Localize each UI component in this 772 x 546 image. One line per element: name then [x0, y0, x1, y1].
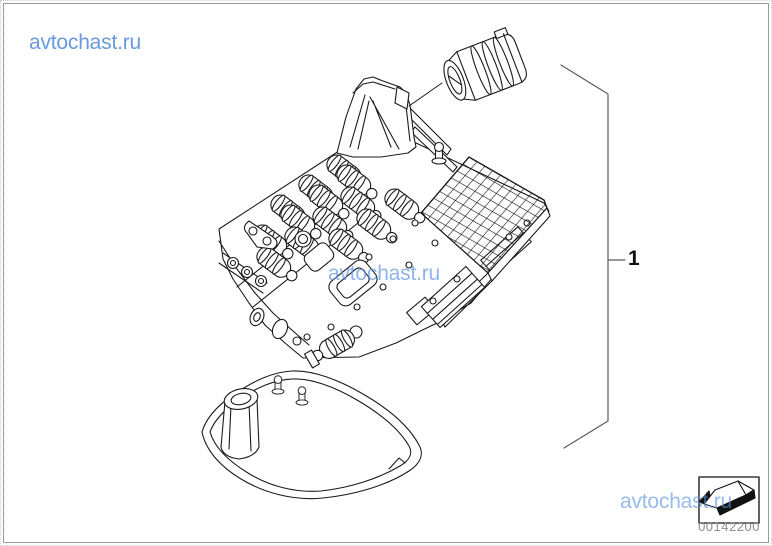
watermark-center: avtochast.ru: [328, 262, 440, 285]
valve-body-drawing: [218, 76, 551, 369]
connector-sleeve-drawing: [408, 27, 527, 107]
wedge-chisel-icon: [698, 480, 756, 516]
watermark-top-left: avtochast.ru: [29, 31, 141, 54]
control-module-grid-drawing: [420, 156, 551, 282]
bottom-solenoid-drawing: [303, 325, 363, 369]
watermark-bottom-right: avtochast.ru: [620, 490, 732, 513]
connector-tower-drawing: [336, 76, 417, 158]
brand-stamp: [698, 476, 760, 524]
callout-bracket: [560, 64, 626, 449]
callout-label: 1: [628, 247, 640, 270]
image-number: 00142200: [698, 519, 760, 534]
oil-filter-pan-drawing: [201, 370, 422, 500]
